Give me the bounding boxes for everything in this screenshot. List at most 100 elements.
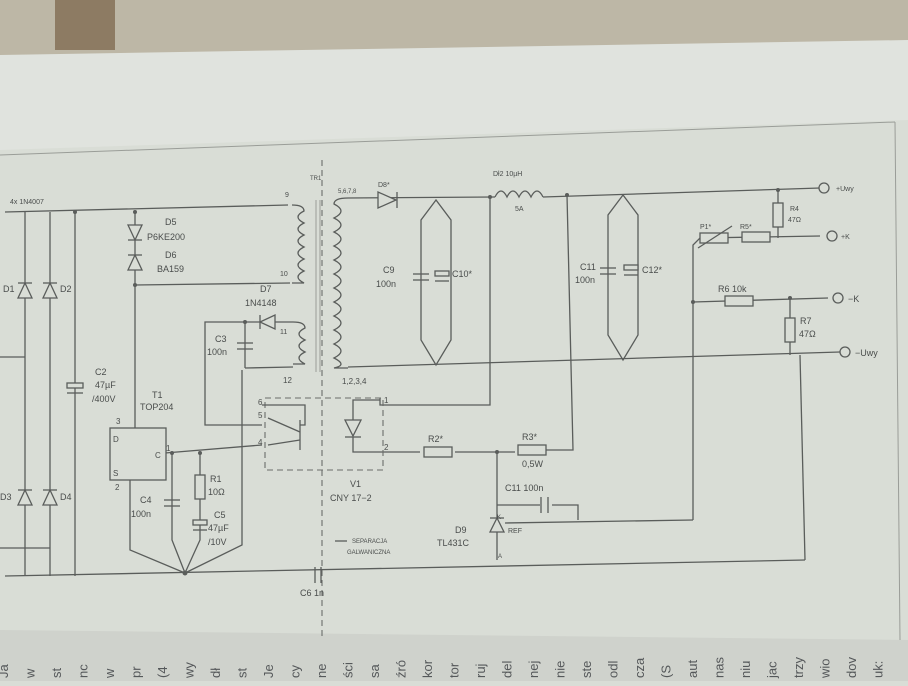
book-edge-dark: [55, 0, 115, 50]
page-text-fragment: nc: [76, 664, 91, 678]
label: 2: [115, 483, 120, 492]
label: 47µF: [95, 380, 116, 390]
page-text-fragment: niu: [738, 661, 753, 678]
label: R1: [210, 474, 222, 484]
capacitor-c6: [314, 567, 322, 583]
label: 47µF: [208, 523, 229, 533]
label: C: [155, 451, 161, 460]
label: 4: [258, 438, 263, 447]
capacitor-c3: [237, 342, 253, 350]
terminal-minus-uwy: [839, 346, 851, 358]
label: BA159: [157, 264, 184, 274]
diode-d3: [16, 488, 34, 506]
resistor-r6: [724, 295, 754, 307]
facing-page: [0, 630, 908, 681]
resistor-r4: [772, 202, 784, 228]
label: 47Ω: [799, 329, 816, 339]
label: 0,5W: [522, 459, 544, 469]
label: C5: [214, 510, 226, 520]
page-text-fragment: w: [102, 668, 117, 679]
page-text-fragment: aut: [685, 660, 700, 678]
label: 4x 1N4007: [10, 199, 44, 206]
label: R6 10k: [718, 284, 747, 294]
label: C10*: [452, 269, 473, 279]
label: 5,6,7,8: [338, 189, 357, 195]
label: TR1: [310, 176, 322, 182]
label: 100n: [376, 279, 396, 289]
label: R4: [790, 206, 799, 213]
page-text-fragment: st: [235, 668, 250, 679]
page-top: [0, 40, 908, 150]
label: R5*: [740, 224, 752, 231]
page-text-fragment: del: [500, 661, 515, 678]
label: D: [113, 435, 119, 444]
label: 1: [384, 396, 389, 405]
label: 100n: [575, 275, 595, 285]
label: D1: [3, 284, 15, 294]
label: K: [497, 515, 501, 521]
diode-d5: [126, 224, 144, 242]
label: D4: [60, 492, 72, 502]
capacitor-c9: [413, 273, 429, 281]
page-text-fragment: Ja: [0, 664, 11, 679]
page-text-fragment: (4: [155, 666, 170, 678]
page-edge: [894, 121, 901, 641]
wires: [0, 160, 841, 640]
page-text-fragment: w: [23, 668, 38, 679]
diode-d4: [41, 488, 59, 506]
page-text-fragment: uk:: [871, 661, 886, 678]
terminal-plus-k: [826, 230, 838, 242]
optocoupler-v1: [264, 397, 384, 471]
label: S: [113, 469, 118, 478]
label: TL431C: [437, 538, 470, 548]
label: D6: [165, 250, 177, 260]
label: SEPARACJA: [352, 539, 387, 545]
label: D7: [260, 284, 272, 294]
page-text-fragment: nas: [712, 657, 727, 678]
diode-d7: [258, 313, 276, 331]
resistor-r5: [741, 231, 771, 243]
capacitor-c5: [192, 519, 208, 526]
label: Dł2 10µH: [493, 171, 522, 178]
label: CNY 17−2: [330, 493, 372, 503]
label: C6 1n: [300, 588, 324, 598]
page-text-fragment: ste: [579, 661, 594, 678]
page-text-fragment: jac: [765, 661, 780, 679]
label: R3*: [522, 432, 538, 442]
page-text-fragment: ruj: [473, 663, 488, 678]
page-text-fragment: odl: [606, 661, 621, 678]
page-text-fragment: dov: [844, 657, 859, 678]
capacitor-c11-feedback: [540, 497, 549, 513]
resistor-r3: [517, 444, 547, 456]
label: C4: [140, 495, 152, 505]
label: TOP204: [140, 402, 173, 412]
capacitor-c2: [66, 382, 84, 389]
page-text-fragment: nej: [526, 661, 541, 678]
terminal-plus-uwy: [818, 182, 830, 194]
label: /400V: [92, 394, 116, 404]
label: P6KE200: [147, 232, 185, 242]
label: 12: [283, 376, 292, 385]
label: C2: [95, 367, 107, 377]
label: 6: [258, 398, 263, 407]
diode-d8: [377, 190, 398, 210]
page-edge: [0, 121, 896, 156]
resistor-r2: [423, 446, 453, 458]
label: 3: [116, 417, 121, 426]
label: 100n: [131, 509, 151, 519]
label: GALWANICZNA: [347, 550, 390, 556]
label: R2*: [428, 434, 444, 444]
page-text-fragment: kor: [420, 659, 435, 678]
label: 1: [166, 444, 171, 453]
label: −Uwy: [855, 348, 878, 358]
page-text-fragment: wio: [818, 658, 833, 679]
label: C3: [215, 334, 227, 344]
label: C11 100n: [505, 483, 543, 493]
capacitor-c4: [164, 499, 180, 507]
resistor-r7: [784, 317, 796, 343]
label: C12*: [642, 265, 663, 275]
label: C9: [383, 265, 395, 275]
phototransistor: [262, 404, 306, 450]
